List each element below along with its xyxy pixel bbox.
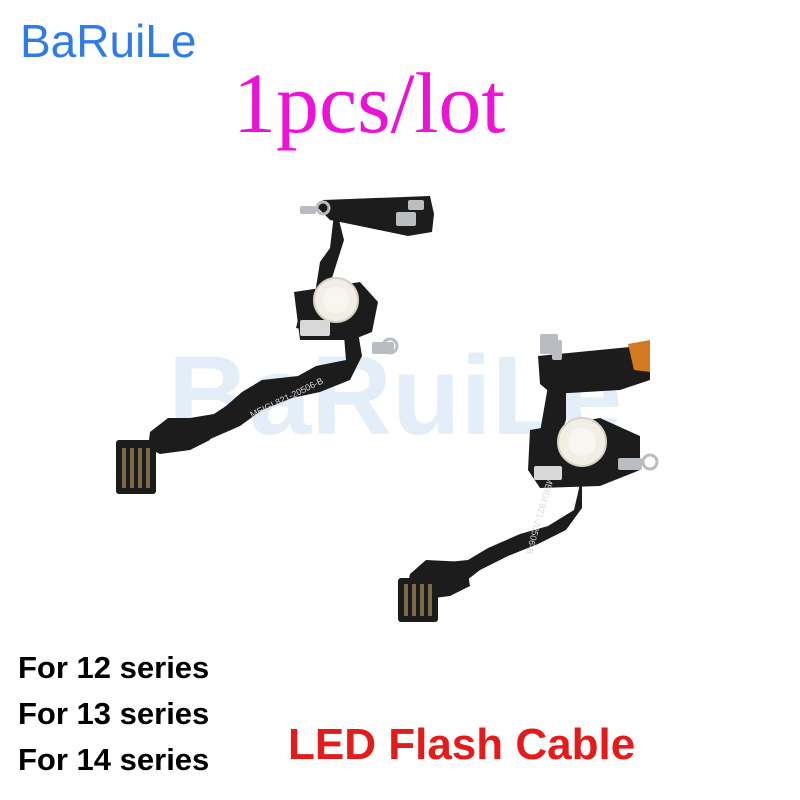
- quantity-label: 1pcs/lot: [233, 55, 506, 151]
- series-label-12: For 12 series: [18, 650, 210, 685]
- series-label-14: For 14 series: [18, 742, 210, 777]
- series-label-13: For 13 series: [18, 696, 210, 731]
- brand-logo-text: BaRuiLe: [20, 15, 197, 67]
- product-name: LED Flash Cable: [288, 720, 636, 769]
